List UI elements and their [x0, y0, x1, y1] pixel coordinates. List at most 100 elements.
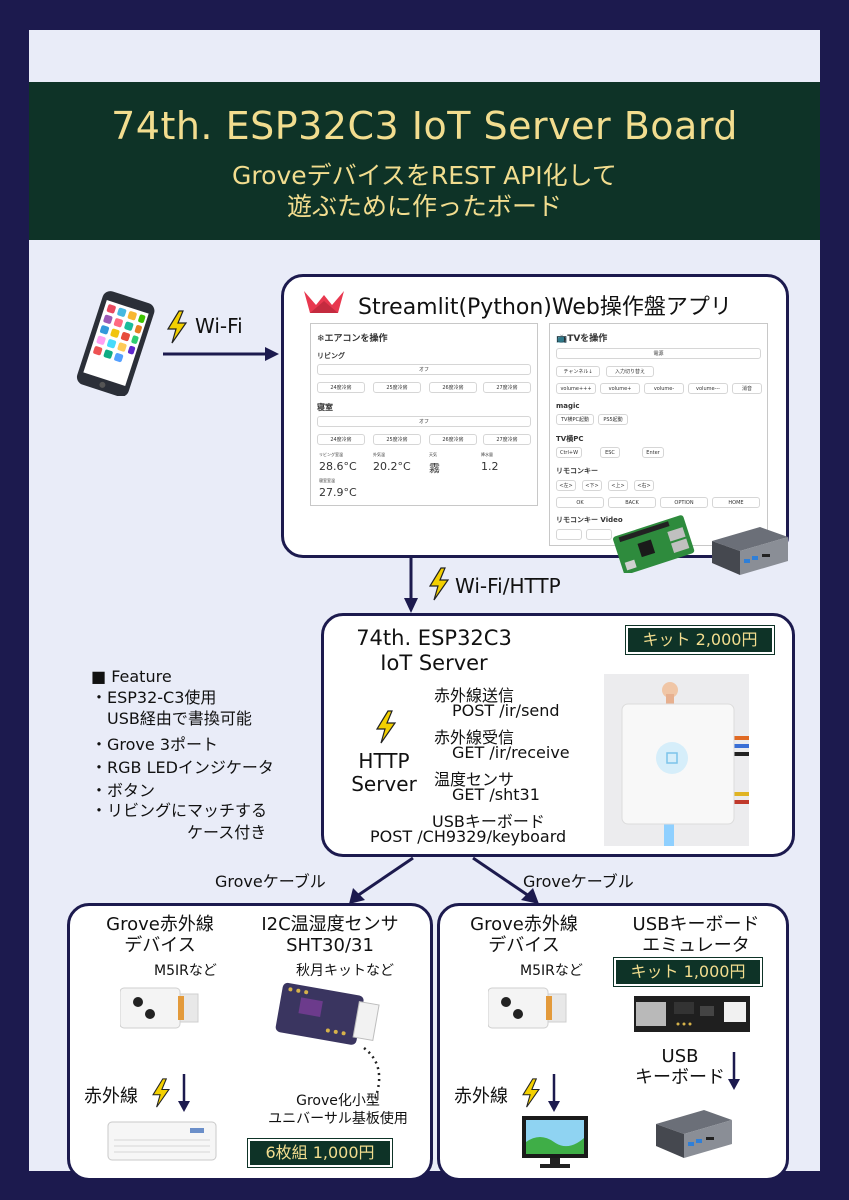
aircon-panel: ❄エアコンを操作 リビング オフ 24度冷房 25度冷房 26度冷房 27度冷房… — [310, 323, 538, 506]
tv-title: 📺TVを操作 — [556, 334, 608, 344]
stat-value: 20.2°C — [373, 460, 411, 473]
aircon-title: ❄エアコンを操作 — [317, 334, 388, 344]
grove-cable-left-label: Groveケーブル — [215, 872, 326, 891]
left-grove-box: Grove赤外線 デバイス M5IRなど 赤外線 I2C温湿度センサ SHT30… — [67, 903, 433, 1181]
air-conditioner-icon — [107, 1121, 217, 1161]
stat-value: 28.6°C — [319, 460, 357, 473]
stat-label: 天気 — [429, 452, 437, 457]
arrow-down-right-icon — [472, 856, 539, 904]
feature-item: ・ボタン — [91, 781, 156, 800]
tv-pc-boot-button[interactable]: TV横PC起動 — [556, 414, 594, 425]
grove-cable-right-label: Groveケーブル — [523, 872, 634, 891]
feature-item: ・リビングにマッチする ケース付き — [91, 801, 268, 842]
remote-video-label: リモコンキー Video — [556, 516, 623, 524]
tv-panel: 📺TVを操作 電源 チャンネル↓ 入力切り替え volume+++ volume… — [549, 323, 768, 546]
volume-up-button[interactable]: volume+ — [600, 383, 640, 394]
living-mode-27-button[interactable]: 27度冷房 — [483, 382, 531, 393]
http-server-label: HTTP Server — [351, 749, 417, 796]
input-switch-button[interactable]: 入力切り替え — [606, 366, 654, 377]
remote-left-button[interactable]: <左> — [556, 480, 576, 491]
api-endpoint: POST /ir/send — [452, 701, 560, 720]
ir-device-title: Grove赤外線 デバイス — [106, 914, 214, 956]
usb-emulator-title: USBキーボード エミュレータ — [632, 914, 760, 956]
remote-option-button[interactable]: OPTION — [660, 497, 708, 508]
volume-down3-button[interactable]: volume--- — [688, 383, 728, 394]
lightning-icon — [428, 567, 450, 601]
api-name: 赤外線受信 — [434, 728, 515, 747]
remote-up-button[interactable]: <上> — [608, 480, 628, 491]
living-mode-25-button[interactable]: 25度冷房 — [373, 382, 421, 393]
remote-back-button[interactable]: BACK — [608, 497, 656, 508]
ir-device-icon — [120, 987, 199, 1029]
esc-button[interactable]: ESC — [600, 447, 620, 458]
grove-board-note: Grove化小型 ユニバーサル基板使用 — [268, 1093, 408, 1127]
video-play-button[interactable] — [586, 529, 612, 540]
sht-sensor-board-icon — [275, 982, 380, 1045]
feature-heading: ■ Feature — [91, 667, 172, 686]
mini-pc-icon — [656, 1110, 732, 1158]
sht-sensor-title: I2C温湿度センサ SHT30/31 — [261, 914, 399, 956]
server-kit-price: キット 2,000円 — [625, 625, 775, 655]
api-name: 赤外線送信 — [434, 686, 515, 705]
api-endpoint: GET /sht31 — [452, 785, 540, 804]
remote-right-button[interactable]: <右> — [634, 480, 654, 491]
arrow-down-icon — [178, 1074, 190, 1112]
header-banner: 74th. ESP32C3 IoT Server Board Groveデバイス… — [29, 82, 820, 240]
feature-item: ・RGB LEDインジケータ — [91, 758, 274, 777]
poster-title: 74th. ESP32C3 IoT Server Board — [111, 104, 738, 148]
streamlit-app-box: Streamlit(Python)Web操作盤アプリ ❄エアコンを操作 リビング… — [281, 274, 789, 575]
remote-home-button[interactable]: HOME — [712, 497, 760, 508]
arrow-down-icon — [728, 1052, 740, 1090]
ir-device-note: M5IRなど — [154, 963, 217, 979]
iot-server-device-photo — [604, 674, 749, 846]
bedroom-mode-25-button[interactable]: 25度冷房 — [373, 434, 421, 445]
usb-keyboard-label: USB キーボード — [635, 1046, 725, 1088]
usb-emulator-board-icon — [634, 996, 750, 1032]
lightning-icon — [375, 710, 397, 744]
stat-value: 1.2 — [481, 460, 499, 473]
streamlit-title: Streamlit(Python)Web操作盤アプリ — [358, 295, 732, 320]
volume-down-button[interactable]: volume- — [644, 383, 684, 394]
arrow-right-icon — [163, 347, 279, 361]
video-prev-button[interactable] — [556, 529, 582, 540]
arrow-down-icon — [404, 557, 418, 613]
ps5-boot-button[interactable]: PS5起動 — [598, 414, 628, 425]
mute-button[interactable]: 消音 — [732, 383, 762, 394]
bedroom-label: 寝室 — [317, 403, 333, 412]
api-name: 温度センサ — [434, 770, 515, 789]
feature-item: ・ESP32-C3使用 USB経由で書換可能 — [91, 688, 252, 728]
stat-label: 外気温 — [373, 452, 385, 457]
iot-server-box: 74th. ESP32C3 IoT Server キット 2,000円 HTTP… — [321, 613, 795, 857]
tvpc-label: TV横PC — [556, 435, 584, 443]
living-off-button[interactable]: オフ — [317, 364, 531, 375]
magic-label: magic — [556, 402, 580, 410]
living-mode-24-button[interactable]: 24度冷房 — [317, 382, 365, 393]
ir-label: 赤外線 — [454, 1086, 508, 1107]
tv-monitor-icon — [522, 1116, 588, 1168]
lightning-icon — [166, 310, 188, 344]
lightning-icon — [522, 1078, 540, 1108]
api-endpoint: GET /ir/receive — [452, 743, 570, 762]
remote-ok-button[interactable]: OK — [556, 497, 604, 508]
streamlit-logo-icon — [304, 291, 344, 313]
wifi-label: Wi-Fi — [195, 314, 243, 338]
tv-power-button[interactable]: 電源 — [556, 348, 761, 359]
ir-label: 赤外線 — [84, 1086, 138, 1107]
living-mode-26-button[interactable]: 26度冷房 — [429, 382, 477, 393]
bedroom-off-button[interactable]: オフ — [317, 416, 531, 427]
bedroom-mode-24-button[interactable]: 24度冷房 — [317, 434, 365, 445]
channel-down-button[interactable]: チャンネル↓ — [556, 366, 600, 377]
bedroom-mode-27-button[interactable]: 27度冷房 — [483, 434, 531, 445]
remote-down-button[interactable]: <下> — [582, 480, 602, 491]
stat-label: 降水量 — [481, 452, 493, 457]
ctrl-w-button[interactable]: Ctrl+W — [556, 447, 582, 458]
grove-board-price: 6枚組 1,000円 — [247, 1138, 393, 1168]
ir-device-note: M5IRなど — [520, 963, 583, 979]
mini-pc-icon — [712, 527, 788, 575]
arrow-down-left-icon — [349, 856, 414, 904]
poster-subtitle: GroveデバイスをREST API化して 遊ぶために作ったボード — [232, 161, 617, 221]
enter-button[interactable]: Enter — [642, 447, 664, 458]
volume-up3-button[interactable]: volume+++ — [556, 383, 596, 394]
feature-item: ・Grove 3ポート — [91, 735, 218, 754]
bedroom-mode-26-button[interactable]: 26度冷房 — [429, 434, 477, 445]
